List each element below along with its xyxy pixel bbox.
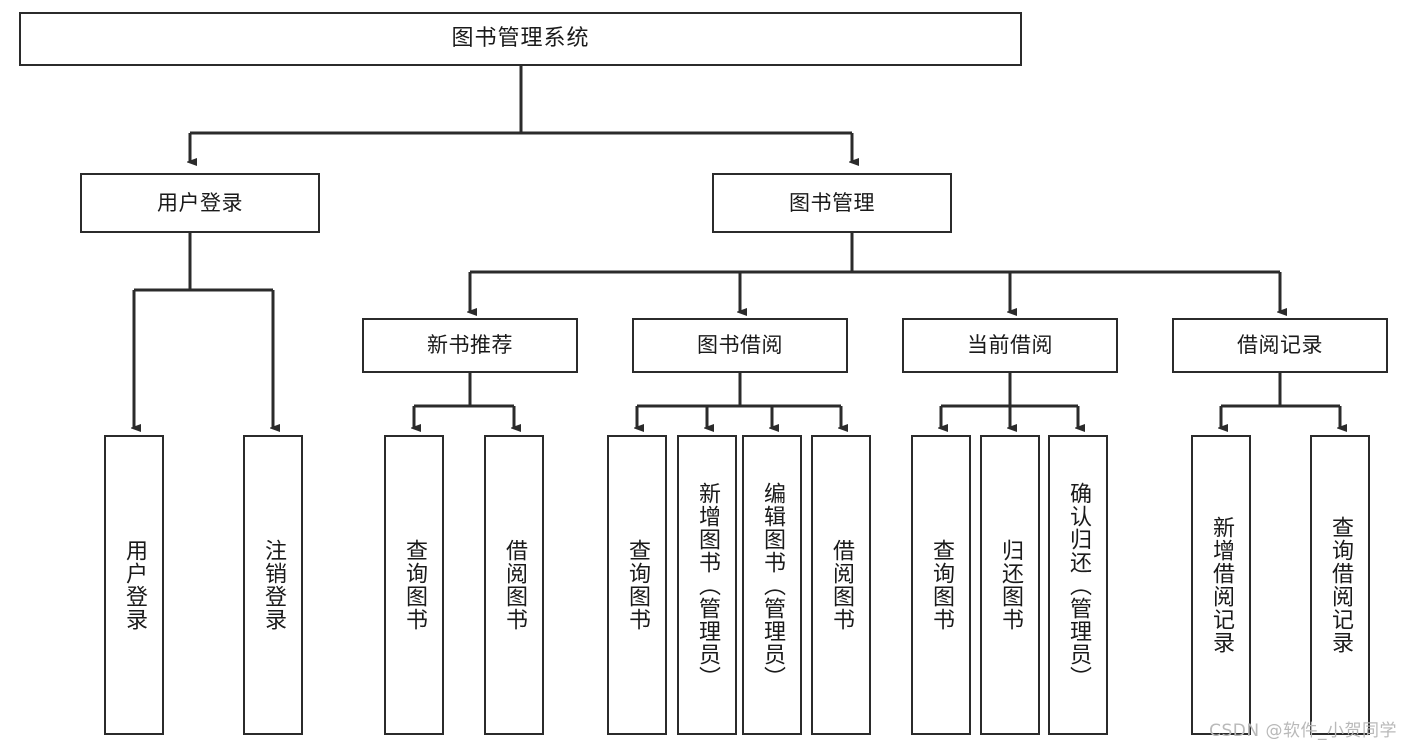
node-user-login[interactable]: 用户登录 <box>80 173 320 233</box>
node-new-book-rec[interactable]: 新书推荐 <box>362 318 578 373</box>
leaf-edit-book-label: 编辑图书（管理员） <box>759 481 785 689</box>
node-current-borrow[interactable]: 当前借阅 <box>902 318 1118 373</box>
leaf-query-book-1[interactable]: 查询图书 <box>384 435 444 735</box>
leaf-return-book-label: 归还图书 <box>997 539 1023 631</box>
leaf-borrow-book-2-label: 借阅图书 <box>828 539 854 631</box>
node-book-borrow-label: 图书借阅 <box>697 333 783 358</box>
leaf-add-record[interactable]: 新增借阅记录 <box>1191 435 1251 735</box>
leaf-edit-book[interactable]: 编辑图书（管理员） <box>742 435 802 735</box>
leaf-query-book-1-label: 查询图书 <box>401 539 427 631</box>
watermark: CSDN @软件_小贺同学 <box>1209 721 1397 741</box>
leaf-borrow-book-1[interactable]: 借阅图书 <box>484 435 544 735</box>
leaf-add-record-label: 新增借阅记录 <box>1208 516 1234 654</box>
leaf-query-book-2[interactable]: 查询图书 <box>607 435 667 735</box>
leaf-add-book-label: 新增图书（管理员） <box>694 481 720 689</box>
leaf-user-login-label: 用户登录 <box>121 539 147 631</box>
leaf-logout[interactable]: 注销登录 <box>243 435 303 735</box>
node-new-book-rec-label: 新书推荐 <box>427 333 513 358</box>
leaf-confirm-return[interactable]: 确认归还（管理员） <box>1048 435 1108 735</box>
leaf-query-record-label: 查询借阅记录 <box>1327 516 1353 654</box>
leaf-logout-label: 注销登录 <box>260 539 286 631</box>
leaf-add-book[interactable]: 新增图书（管理员） <box>677 435 737 735</box>
node-user-login-label: 用户登录 <box>157 190 243 215</box>
node-book-borrow[interactable]: 图书借阅 <box>632 318 848 373</box>
leaf-borrow-book-2[interactable]: 借阅图书 <box>811 435 871 735</box>
node-root[interactable]: 图书管理系统 <box>19 12 1022 66</box>
leaf-query-book-3-label: 查询图书 <box>928 539 954 631</box>
node-book-manage-label: 图书管理 <box>789 190 875 215</box>
leaf-return-book[interactable]: 归还图书 <box>980 435 1040 735</box>
node-current-borrow-label: 当前借阅 <box>967 333 1053 358</box>
node-root-label: 图书管理系统 <box>451 26 590 52</box>
node-book-manage[interactable]: 图书管理 <box>712 173 952 233</box>
leaf-confirm-return-label: 确认归还（管理员） <box>1065 481 1091 689</box>
leaf-user-login[interactable]: 用户登录 <box>104 435 164 735</box>
leaf-borrow-book-1-label: 借阅图书 <box>501 539 527 631</box>
node-borrow-record-label: 借阅记录 <box>1237 333 1323 358</box>
leaf-query-book-3[interactable]: 查询图书 <box>911 435 971 735</box>
node-borrow-record[interactable]: 借阅记录 <box>1172 318 1388 373</box>
leaf-query-book-2-label: 查询图书 <box>624 539 650 631</box>
leaf-query-record[interactable]: 查询借阅记录 <box>1310 435 1370 735</box>
